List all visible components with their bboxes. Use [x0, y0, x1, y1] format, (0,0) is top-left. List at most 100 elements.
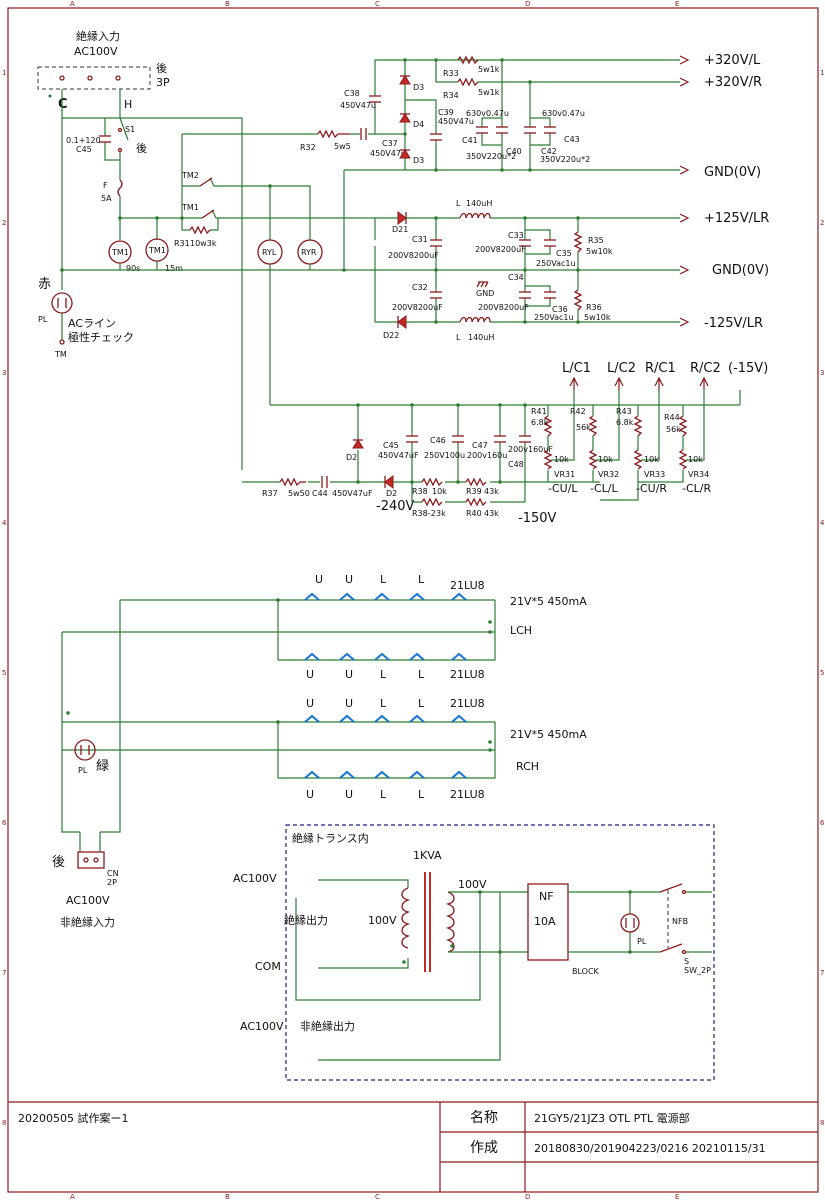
r31-value: 10w3k	[190, 239, 217, 248]
grid-row-5: 5	[2, 669, 6, 677]
grid-row-3-right: 3	[820, 369, 824, 377]
r35-resistor	[573, 231, 583, 253]
grid-row-1: 1	[2, 69, 6, 77]
switch-contact	[117, 127, 123, 133]
grid-row-3: 3	[2, 369, 6, 377]
lc2-label: L/C2	[607, 361, 636, 376]
r31-line	[181, 218, 219, 231]
transformer-kva: 1KVA	[413, 849, 442, 862]
lch-rating: 21V*5 450mA	[510, 595, 587, 608]
junction-dot	[528, 168, 532, 172]
drawing-name: 21GY5/21JZ3 OTL PTL 電源部	[534, 1111, 690, 1125]
minus240-label: -240V	[376, 499, 415, 514]
c45-neg-value: 450V47uF	[378, 451, 419, 460]
grid-col-d: D	[525, 0, 530, 8]
arrow-plus125	[679, 213, 690, 223]
ryl-label: RYL	[262, 248, 277, 257]
tm-label: TM	[54, 350, 67, 359]
c34-c36-line	[524, 270, 551, 322]
d3b-label: D3	[413, 156, 424, 165]
r44-label: R44	[664, 413, 680, 422]
drawing-dates: 20180830/201904223/0216 20210115/31	[534, 1142, 766, 1155]
tm1-coil-b-time: 15m	[165, 264, 183, 273]
cn-rear-label: 後	[52, 855, 65, 870]
c46-value: 250V100u	[424, 451, 465, 460]
r39-value: 43k	[484, 487, 499, 496]
vr33-value: 10k	[644, 455, 659, 464]
junction-dot	[500, 58, 504, 62]
grid-col-d-bottom: D	[525, 1193, 530, 1200]
nfb-switch-blade	[659, 883, 683, 893]
nfb-switch-blade	[659, 943, 683, 953]
r32-label: R32	[300, 143, 316, 152]
heater-u-label: U	[345, 573, 353, 586]
cn-label: CN	[107, 869, 119, 878]
pl-output-label: PL	[637, 937, 647, 946]
grid-row-1-right: 1	[820, 69, 824, 77]
rch-upper-heaters	[304, 714, 467, 723]
green-label: 緑	[96, 759, 109, 774]
grid-row-8-right: 8	[820, 1119, 824, 1127]
d3-top-diode	[399, 75, 411, 85]
vr31-label: VR31	[554, 470, 575, 479]
r39-label: R39	[466, 487, 482, 496]
cn-2p-connector	[77, 851, 105, 869]
out-320v-l: +320V/L	[704, 53, 761, 68]
cn-feed	[61, 750, 121, 833]
vr31-value: 10k	[554, 455, 569, 464]
hv-320v-section: R32 5w5 C37 450V47u C38 450V47u D3 D4 D3…	[300, 53, 762, 270]
title-made-label: 作成	[470, 1140, 498, 1156]
lc1-label: L/C1	[562, 361, 591, 376]
rch-label: RCH	[516, 760, 539, 773]
junction-dot	[523, 403, 527, 407]
vr32-value: 10k	[598, 455, 613, 464]
h-terminal-label: H	[124, 98, 132, 111]
secondary-leads	[448, 891, 528, 953]
lch-loop	[277, 600, 496, 661]
s1-label: S1	[125, 125, 135, 134]
d2a-label: D2	[346, 453, 357, 462]
heater-l-label: L	[380, 788, 387, 801]
out-320v-r: +320V/R	[704, 75, 762, 90]
grid-col-c: C	[375, 0, 380, 8]
tm1-coil-b-label: TM1	[148, 246, 166, 255]
lch-upper-heaters	[304, 592, 467, 601]
c44-value: 450V47uF	[332, 489, 373, 498]
vr32-label: VR32	[598, 470, 619, 479]
junction-dot	[528, 80, 532, 84]
grid-row-7: 7	[2, 969, 6, 977]
d2b-label: D2	[386, 489, 397, 498]
r35-value: 5w10k	[586, 247, 613, 256]
isolated-output-label: 絶縁出力	[284, 913, 328, 927]
c33-c35-line	[524, 218, 551, 270]
c39-label: C39	[438, 108, 454, 117]
c45-line	[104, 118, 120, 161]
secondary-winding	[445, 891, 455, 953]
l-inductor-top	[459, 212, 491, 219]
isolation-transformer-section: 絶縁トランス内 1KVA AC100V 絶縁出力 100V 100V COM A…	[233, 824, 715, 1081]
cu-l-label: -CU/L	[548, 482, 578, 495]
isolated-input-section: 絶縁入力 AC100V 後 3P C H S1 後 0.1+120 C45 F …	[37, 29, 243, 470]
grid-row-2-right: 2	[820, 219, 824, 227]
switch-contact	[681, 889, 687, 895]
polarity-dot	[450, 944, 454, 948]
timer-coil-feed	[119, 218, 158, 240]
junction-dot	[276, 598, 280, 602]
junction-dot	[66, 711, 70, 715]
isolated-input-title: 絶縁入力	[76, 29, 120, 43]
nf-output-lines	[568, 891, 660, 953]
r38-resistor	[421, 477, 443, 487]
pins-label: 3P	[156, 76, 170, 89]
c33-label: C33	[508, 231, 524, 240]
c31-value: 200V8200uF	[388, 251, 439, 260]
arrow-gnd-lv	[679, 265, 690, 275]
d4-label: D4	[413, 120, 424, 129]
r40-value: 43k	[484, 509, 499, 518]
connector-pin	[59, 75, 65, 81]
tm2-contact	[199, 177, 213, 187]
junction-dot	[276, 720, 280, 724]
grid-row-4-right: 4	[820, 519, 825, 527]
r41-resistor	[543, 415, 553, 437]
r382-value: 3k	[436, 509, 446, 518]
c42-value: 350V220u*2	[540, 155, 590, 164]
